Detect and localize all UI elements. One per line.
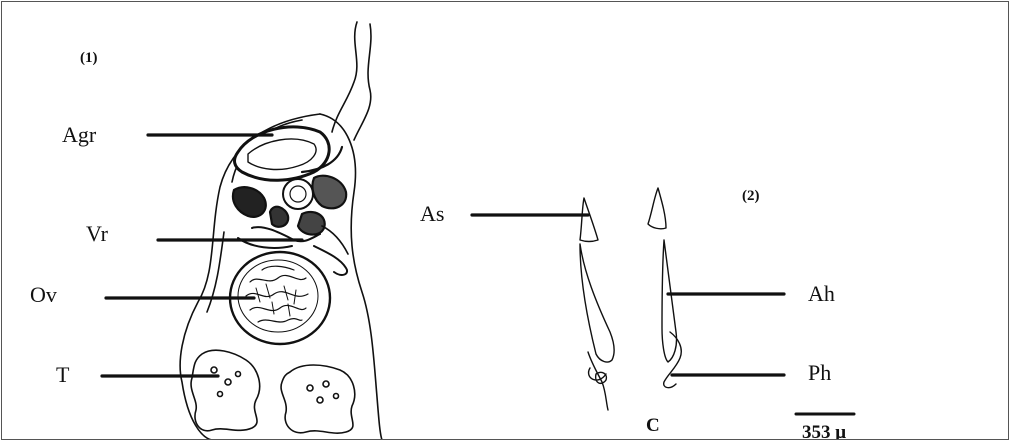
panel-number-2: (2) <box>742 188 760 205</box>
spicule-left <box>580 198 614 410</box>
label-ov: Ov <box>30 282 57 308</box>
panel2-leader-lines <box>472 215 784 375</box>
caption-letter: C <box>646 415 660 437</box>
testes-t <box>191 350 355 433</box>
scale-label: 353 μ <box>802 422 846 440</box>
label-t: T <box>56 362 69 388</box>
label-vr: Vr <box>86 221 108 247</box>
label-agr: Agr <box>62 122 96 148</box>
spicule-right <box>648 188 681 388</box>
label-ph: Ph <box>808 360 831 386</box>
label-ah: Ah <box>808 281 835 307</box>
panel-number-1: (1) <box>80 50 98 67</box>
label-as: As <box>420 201 444 227</box>
